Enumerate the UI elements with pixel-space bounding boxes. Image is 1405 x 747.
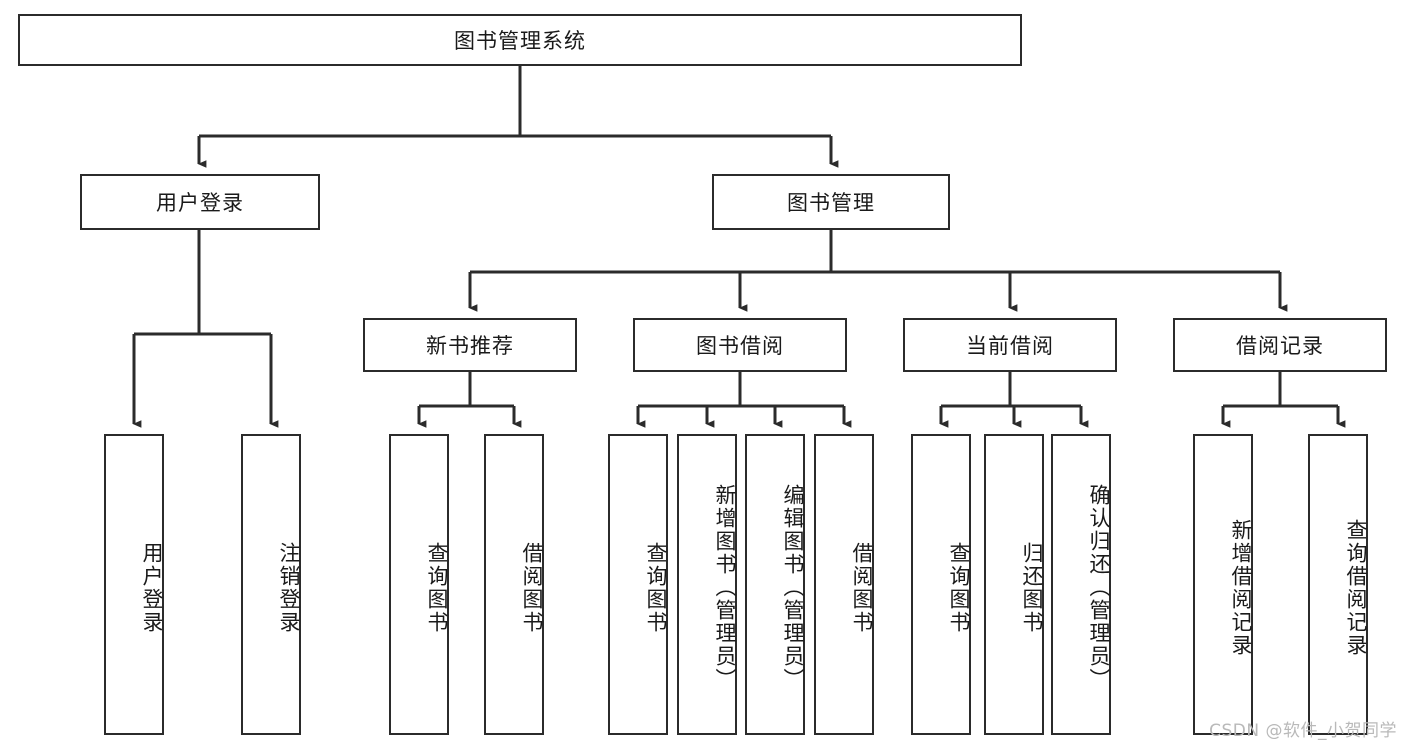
csdn-watermark: CSDN @软件_小贺同学 xyxy=(1209,721,1397,741)
leaf-logout-label: 注销登录 xyxy=(277,541,301,634)
leaf-edit-book-admin[interactable]: 编辑图书（管理员） xyxy=(745,434,805,735)
leaf-query-borrow-record[interactable]: 查询借阅记录 xyxy=(1308,434,1368,735)
node-book-borrow-label: 图书借阅 xyxy=(696,334,784,358)
node-book-manage[interactable]: 图书管理 xyxy=(712,174,950,230)
node-root-label: 图书管理系统 xyxy=(454,29,586,53)
node-borrow-record-label: 借阅记录 xyxy=(1236,334,1324,358)
leaf-query-borrow-record-label: 查询借阅记录 xyxy=(1344,518,1368,657)
node-root-system[interactable]: 图书管理系统 xyxy=(18,14,1022,66)
leaf-borrow-book-recommend[interactable]: 借阅图书 xyxy=(484,434,544,735)
leaf-borrow-book-recommend-label: 借阅图书 xyxy=(520,541,544,634)
node-borrow-record[interactable]: 借阅记录 xyxy=(1173,318,1387,372)
node-book-manage-label: 图书管理 xyxy=(787,191,875,215)
leaf-add-borrow-record[interactable]: 新增借阅记录 xyxy=(1193,434,1253,735)
leaf-return-book-label: 归还图书 xyxy=(1020,541,1044,634)
leaf-borrow-book-label: 借阅图书 xyxy=(850,541,874,634)
node-current-borrow-label: 当前借阅 xyxy=(966,334,1054,358)
leaf-query-book-borrow[interactable]: 查询图书 xyxy=(608,434,668,735)
leaf-return-book[interactable]: 归还图书 xyxy=(984,434,1044,735)
node-user-login[interactable]: 用户登录 xyxy=(80,174,320,230)
node-current-borrow[interactable]: 当前借阅 xyxy=(903,318,1117,372)
leaf-confirm-return-admin-label: 确认归还（管理员） xyxy=(1087,484,1111,691)
leaf-add-borrow-record-label: 新增借阅记录 xyxy=(1229,518,1253,657)
node-new-book-recommend-label: 新书推荐 xyxy=(426,334,514,358)
leaf-query-book-borrow-label: 查询图书 xyxy=(644,541,668,634)
node-book-borrow[interactable]: 图书借阅 xyxy=(633,318,847,372)
leaf-user-login[interactable]: 用户登录 xyxy=(104,434,164,735)
leaf-user-login-label: 用户登录 xyxy=(140,541,164,634)
leaf-query-book-current-label: 查询图书 xyxy=(947,541,971,634)
leaf-query-book-recommend[interactable]: 查询图书 xyxy=(389,434,449,735)
leaf-query-book-current[interactable]: 查询图书 xyxy=(911,434,971,735)
leaf-edit-book-admin-label: 编辑图书（管理员） xyxy=(781,484,805,691)
leaf-query-book-recommend-label: 查询图书 xyxy=(425,541,449,634)
leaf-add-book-admin-label: 新增图书（管理员） xyxy=(713,484,737,691)
leaf-borrow-book[interactable]: 借阅图书 xyxy=(814,434,874,735)
node-user-login-label: 用户登录 xyxy=(156,191,244,215)
leaf-logout[interactable]: 注销登录 xyxy=(241,434,301,735)
leaf-add-book-admin[interactable]: 新增图书（管理员） xyxy=(677,434,737,735)
node-new-book-recommend[interactable]: 新书推荐 xyxy=(363,318,577,372)
leaf-confirm-return-admin[interactable]: 确认归还（管理员） xyxy=(1051,434,1111,735)
